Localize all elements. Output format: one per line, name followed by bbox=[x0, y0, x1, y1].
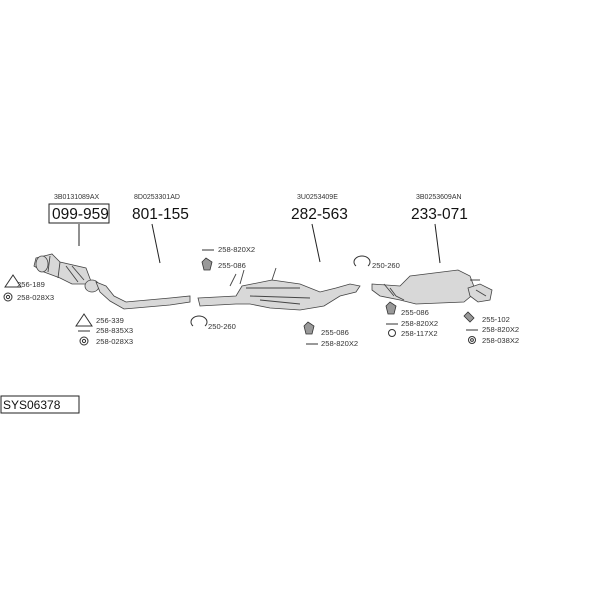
part-number-rear-silencer[interactable]: 233-071 bbox=[411, 206, 468, 223]
system-id-box bbox=[0, 395, 80, 414]
label-fitting: 255-102 bbox=[482, 315, 510, 324]
label-fitting: 258-835X3 bbox=[96, 326, 133, 335]
oem-number-front-pipe: 8D0253301AD bbox=[134, 194, 180, 201]
nut-icon bbox=[468, 336, 476, 344]
rear-silencer[interactable] bbox=[371, 269, 493, 305]
leader-line bbox=[311, 223, 321, 263]
leader-line bbox=[434, 223, 441, 264]
leader-line bbox=[151, 223, 161, 264]
oem-number-middle-silencer: 3U0253409E bbox=[297, 194, 338, 201]
rubber-hanger-icon bbox=[201, 257, 213, 271]
label-fitting: 250-260 bbox=[372, 261, 400, 270]
label-fitting: 258-820X2 bbox=[482, 325, 519, 334]
label-fitting: 255-086 bbox=[218, 261, 246, 270]
clamp-icon bbox=[353, 255, 371, 267]
system-id: SYS06378 bbox=[3, 398, 61, 412]
label-fitting: 255-086 bbox=[401, 308, 429, 317]
label-fitting: 258-028X3 bbox=[17, 293, 54, 302]
label-fitting: 255-086 bbox=[321, 328, 349, 337]
label-fitting: 258-820X2 bbox=[218, 245, 255, 254]
label-fitting: 256-189 bbox=[17, 280, 45, 289]
highlight-box bbox=[48, 203, 110, 224]
rubber-hanger-icon bbox=[385, 301, 397, 315]
gasket-icon bbox=[75, 313, 93, 327]
clamp-icon bbox=[190, 315, 208, 327]
label-fitting: 258-038X2 bbox=[482, 336, 519, 345]
rubber-hanger-icon bbox=[463, 311, 475, 323]
label-fitting: 258-820X2 bbox=[401, 319, 438, 328]
nut-icon bbox=[79, 336, 89, 346]
nut-icon bbox=[3, 292, 13, 302]
label-fitting: 258-820X2 bbox=[321, 339, 358, 348]
catalytic-converter[interactable] bbox=[33, 253, 93, 285]
label-fitting: 256-339 bbox=[96, 316, 124, 325]
oem-number-rear-silencer: 3B0253609AN bbox=[416, 194, 462, 201]
rubber-hanger-icon bbox=[303, 321, 315, 335]
label-fitting: 250-260 bbox=[208, 322, 236, 331]
oem-number-catalyst: 3B0131089AX bbox=[54, 194, 99, 201]
gasket-icon bbox=[4, 274, 22, 288]
middle-silencer[interactable] bbox=[197, 267, 361, 311]
label-fitting: 258-028X3 bbox=[96, 337, 133, 346]
part-number-middle-silencer[interactable]: 282-563 bbox=[291, 206, 348, 223]
part-number-front-pipe[interactable]: 801-155 bbox=[132, 206, 189, 223]
part-number-catalyst[interactable]: 099-959 bbox=[52, 206, 109, 223]
ring-icon bbox=[388, 329, 396, 337]
label-fitting: 258-117X2 bbox=[401, 329, 438, 338]
front-pipe[interactable] bbox=[84, 279, 191, 310]
